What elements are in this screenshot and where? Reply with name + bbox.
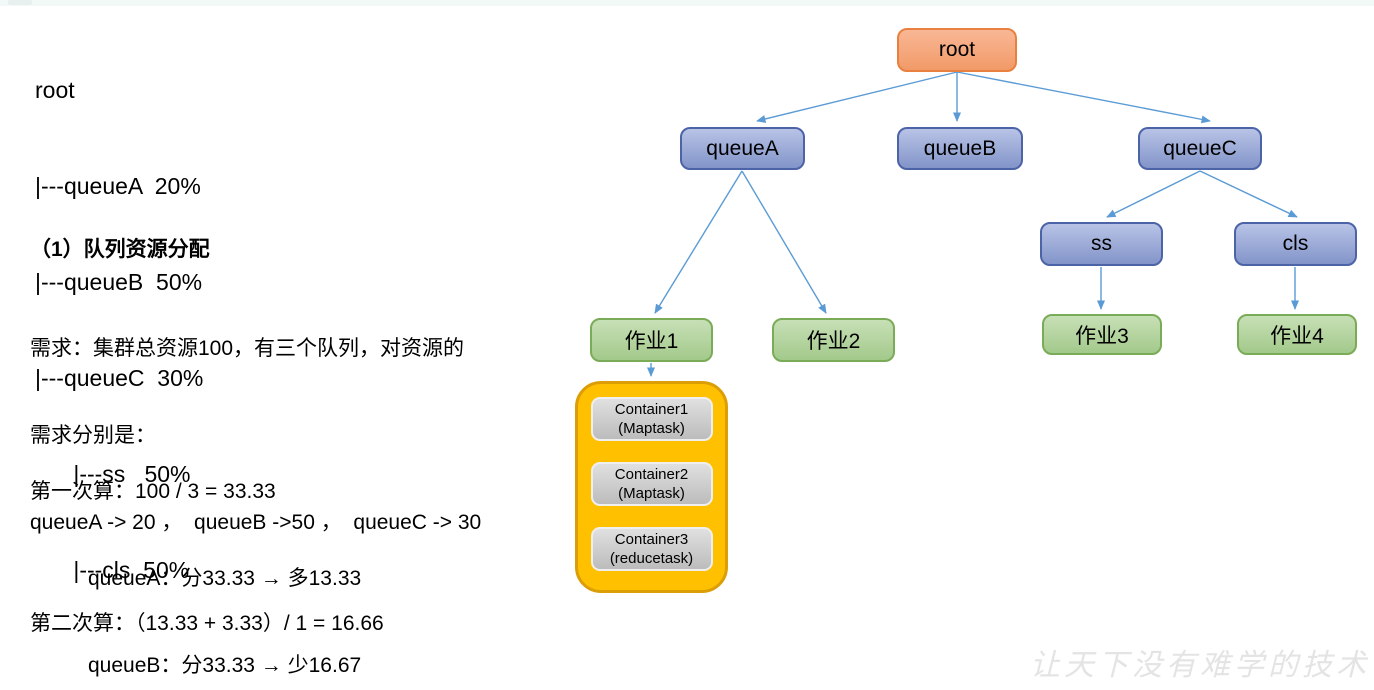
second-calculation: 第二次算：（13.33 + 3.33）/ 1 = 16.66 queueA：分2… (30, 551, 384, 690)
node-label: 作业3 (1075, 324, 1129, 348)
watermark: 让天下没有难学的技术 (1030, 648, 1370, 683)
tree-line: root (35, 77, 75, 103)
node-queueB: queueB (897, 127, 1023, 170)
calc-line: queueA：分33.33 → 多13.33 (88, 567, 362, 590)
calc-title: 第一次算：100 / 3 = 33.33 (30, 480, 276, 503)
task-container1: Container1 (Maptask) (590, 397, 713, 441)
container-name: Container2 (614, 466, 689, 483)
queue-tree-ascii: root |---queueA 20% |---queueB 50% |---q… (35, 10, 203, 650)
node-ss: ss (1040, 222, 1163, 266)
container-task-type: (reducetask) (609, 550, 694, 567)
node-root: root (897, 28, 1017, 72)
task-container3: Container3 (reducetask) (590, 527, 713, 571)
top-left-artifact (8, 0, 32, 5)
container-group: Container1 (Maptask) Container2 (Maptask… (575, 381, 728, 593)
node-label: 作业4 (1270, 324, 1324, 348)
requirement-line: 需求：集群总资源100，有三个队列，对资源的 (30, 337, 465, 360)
tree-line: |---ss 50% (35, 461, 191, 487)
top-edge-strip (0, 0, 1374, 6)
calc-title: 第二次算：（13.33 + 3.33）/ 1 = 16.66 (30, 612, 384, 635)
section-heading: （1）队列资源分配 (30, 238, 210, 261)
node-job4: 作业4 (1237, 314, 1357, 355)
tree-line: |---queueA 20% (35, 173, 201, 199)
node-job1: 作业1 (590, 318, 713, 362)
node-queueC: queueC (1138, 127, 1262, 170)
requirement-text: 需求：集群总资源100，有三个队列，对资源的 需求分别是： queueA -> … (30, 276, 481, 595)
calc-line: queueB：分33.33 → 少16.67 (88, 654, 362, 677)
tree-line: |---queueB 50% (35, 269, 203, 295)
tree-line: |---queueC 30% (35, 365, 204, 391)
node-job3: 作业3 (1042, 314, 1162, 355)
node-job2: 作业2 (772, 318, 895, 362)
node-label: cls (1282, 232, 1309, 255)
node-label: root (938, 38, 976, 61)
node-label: ss (1091, 232, 1112, 255)
node-queueA: queueA (680, 127, 805, 170)
container-name: Container1 (614, 401, 689, 418)
task-container2: Container2 (Maptask) (590, 462, 713, 506)
container-task-type: (Maptask) (618, 420, 685, 437)
node-label: 作业2 (806, 330, 861, 353)
node-label: queueB (923, 136, 997, 160)
first-calculation: 第一次算：100 / 3 = 33.33 queueA：分33.33 → 多13… (30, 419, 361, 690)
node-label: queueA (706, 136, 779, 160)
node-label: queueC (1163, 136, 1237, 160)
requirement-line: 需求分别是： (30, 424, 156, 447)
container-name: Container3 (614, 531, 689, 548)
node-label: 作业1 (624, 330, 679, 353)
container-task-type: (Maptask) (618, 485, 685, 502)
node-cls: cls (1234, 222, 1357, 266)
requirement-line: queueA -> 20 ， queueB ->50 ， queueC -> 3… (30, 511, 482, 534)
tree-line: |---cls 50% (35, 557, 190, 583)
